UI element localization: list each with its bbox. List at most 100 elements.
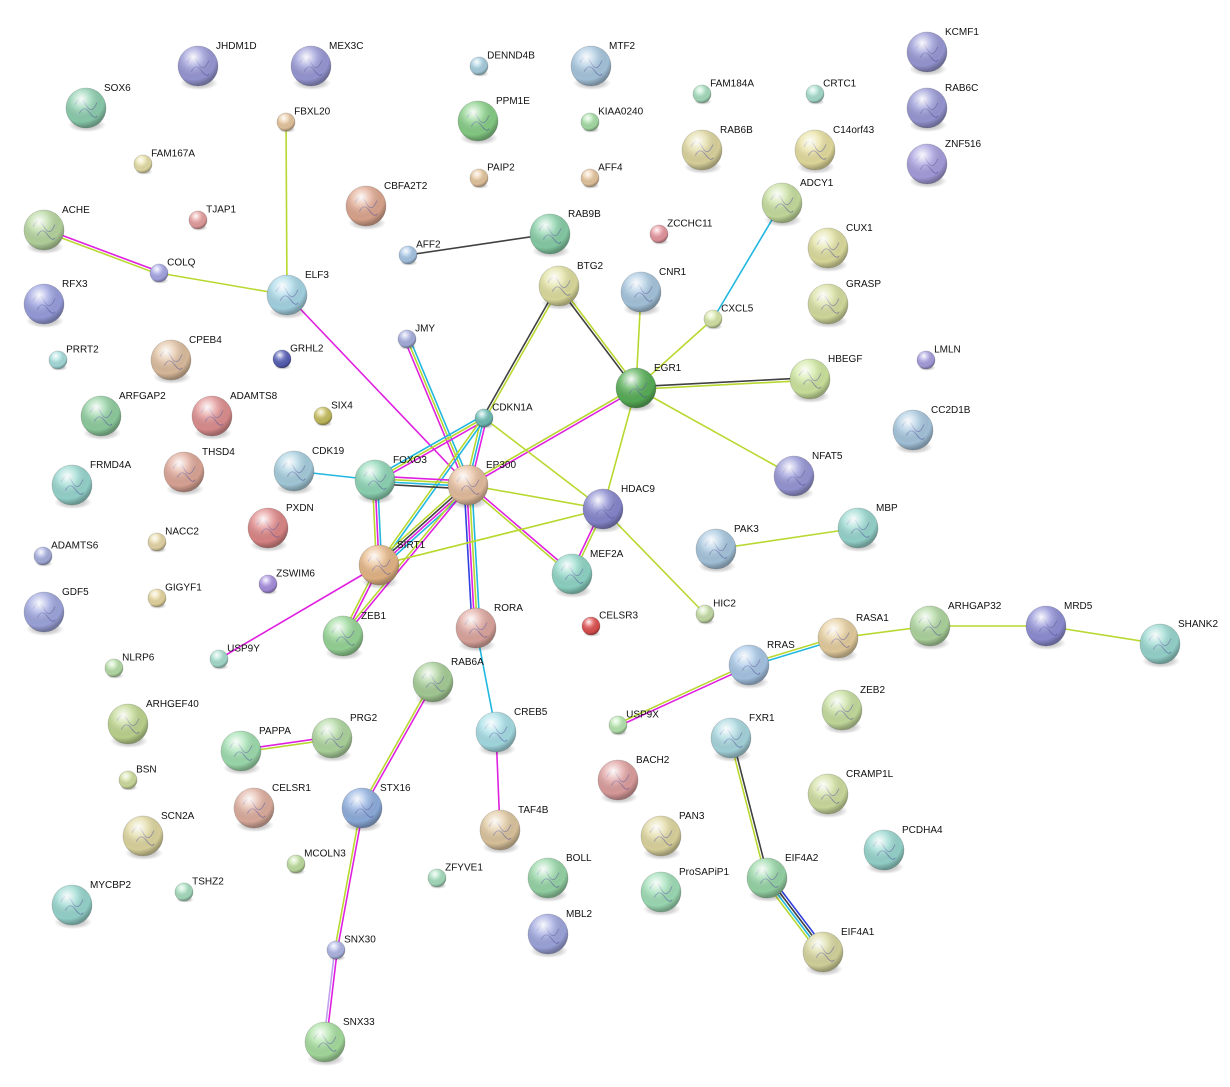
node-GDF5[interactable]: GDF5 (23, 587, 89, 636)
node-JMY[interactable]: JMY (397, 323, 435, 350)
node-SCN2A[interactable]: SCN2A (122, 811, 195, 860)
node-MBP[interactable]: MBP (837, 503, 898, 552)
node-RAB6C[interactable]: RAB6C (906, 83, 978, 132)
node-CUX1[interactable]: CUX1 (807, 223, 873, 272)
node-PRG2[interactable]: PRG2 (311, 713, 378, 762)
node-LMLN[interactable]: LMLN (916, 344, 961, 371)
node-RAB6B[interactable]: RAB6B (681, 125, 753, 174)
node-ARFGAP2[interactable]: ARFGAP2 (80, 391, 166, 440)
node-USP9X[interactable]: USP9X (608, 709, 659, 736)
node-KIAA0240[interactable]: KIAA0240 (580, 106, 644, 133)
node-AFF4[interactable]: AFF4 (580, 162, 623, 189)
node-RRAS[interactable]: RRAS (728, 640, 795, 689)
node-PRRT2[interactable]: PRRT2 (48, 344, 99, 371)
node-EGR1[interactable]: EGR1 (615, 363, 682, 412)
node-CC2D1B[interactable]: CC2D1B (892, 405, 971, 454)
node-SNX30[interactable]: SNX30 (326, 934, 376, 961)
node-FXR1[interactable]: FXR1 (710, 713, 775, 762)
node-CBFA2T2[interactable]: CBFA2T2 (345, 181, 428, 230)
node-MTF2[interactable]: MTF2 (570, 41, 636, 90)
node-FAM184A[interactable]: FAM184A (692, 78, 754, 105)
edge-EGR1-HBEGF[interactable] (635, 376, 811, 391)
node-ZFYVE1[interactable]: ZFYVE1 (427, 862, 483, 889)
node-MEF2A[interactable]: MEF2A (551, 549, 624, 598)
node-GIGYF1[interactable]: GIGYF1 (147, 582, 202, 609)
edge-EP300-ZEB1[interactable] (341, 483, 470, 638)
node-HBEGF[interactable]: HBEGF (789, 354, 862, 403)
node-MCOLN3[interactable]: MCOLN3 (286, 848, 346, 875)
node-PAK3[interactable]: PAK3 (695, 524, 759, 573)
node-CREB5[interactable]: CREB5 (475, 707, 548, 756)
node-NFAT5[interactable]: NFAT5 (773, 451, 843, 500)
node-FAM167A[interactable]: FAM167A (133, 148, 195, 175)
node-PAPPA[interactable]: PAPPA (220, 726, 291, 775)
node-EP300[interactable]: EP300 (447, 460, 516, 509)
node-STX16[interactable]: STX16 (341, 783, 411, 832)
node-PCDHA4[interactable]: PCDHA4 (863, 825, 943, 874)
node-C14orf43[interactable]: C14orf43 (794, 125, 875, 174)
node-ELF3[interactable]: ELF3 (266, 270, 329, 319)
node-NACC2[interactable]: NACC2 (147, 526, 199, 553)
node-CDK19[interactable]: CDK19 (273, 446, 345, 495)
node-ProSAPiP1[interactable]: ProSAPiP1 (640, 867, 729, 916)
node-ADAMTS6[interactable]: ADAMTS6 (33, 540, 99, 567)
edge-SIRT1-HDAC9[interactable] (378, 508, 604, 566)
node-CPEB4[interactable]: CPEB4 (150, 335, 222, 384)
node-CRTC1[interactable]: CRTC1 (805, 78, 857, 105)
node-JHDM1D[interactable]: JHDM1D (177, 41, 257, 90)
node-ACHE[interactable]: ACHE (23, 205, 90, 254)
node-CXCL5[interactable]: CXCL5 (703, 303, 754, 330)
node-SNX33[interactable]: SNX33 (304, 1017, 375, 1066)
node-MEX3C[interactable]: MEX3C (290, 41, 363, 90)
node-HIC2[interactable]: HIC2 (695, 598, 736, 625)
edge-RRAS-USP9X[interactable] (617, 663, 750, 727)
node-CELSR1[interactable]: CELSR1 (233, 783, 311, 832)
node-HDAC9[interactable]: HDAC9 (582, 484, 655, 533)
node-ZEB1[interactable]: ZEB1 (322, 611, 386, 660)
node-SIRT1[interactable]: SIRT1 (358, 540, 426, 589)
node-ADCY1[interactable]: ADCY1 (761, 178, 834, 227)
node-MBL2[interactable]: MBL2 (527, 909, 593, 958)
node-RAB6A[interactable]: RAB6A (412, 657, 484, 706)
edge-AFF2-RAB9B[interactable] (407, 233, 551, 256)
node-FBXL20[interactable]: FBXL20 (276, 106, 331, 133)
node-RASA1[interactable]: RASA1 (817, 613, 889, 662)
node-RFX3[interactable]: RFX3 (23, 279, 88, 328)
node-ARHGAP32[interactable]: ARHGAP32 (909, 601, 1002, 650)
edge-EGR1-NFAT5[interactable] (635, 387, 795, 477)
node-SIX4[interactable]: SIX4 (313, 400, 353, 427)
node-CRAMP1L[interactable]: CRAMP1L (807, 769, 894, 818)
node-ADAMTS8[interactable]: ADAMTS8 (191, 391, 278, 440)
node-PPM1E[interactable]: PPM1E (457, 96, 530, 145)
edge-CDKN1A-HDAC9[interactable] (483, 417, 604, 510)
node-PAIP2[interactable]: PAIP2 (469, 162, 515, 189)
node-TAF4B[interactable]: TAF4B (479, 805, 549, 854)
node-SHANK2[interactable]: SHANK2 (1139, 619, 1218, 668)
node-CDKN1A[interactable]: CDKN1A (474, 402, 533, 429)
edge-COLQ-ELF3[interactable] (158, 272, 288, 296)
node-GRASP[interactable]: GRASP (807, 279, 881, 328)
node-NLRP6[interactable]: NLRP6 (104, 652, 155, 679)
node-FOXO3[interactable]: FOXO3 (354, 455, 427, 504)
node-BSN[interactable]: BSN (118, 764, 157, 791)
edge-SIRT1-USP9Y[interactable] (218, 564, 380, 660)
node-SOX6[interactable]: SOX6 (65, 83, 131, 132)
edge-PAK3-MBP[interactable] (715, 527, 859, 550)
edge-CDKN1A-FOXO3[interactable] (373, 415, 486, 483)
edge-FBXL20-ELF3[interactable] (285, 121, 288, 296)
node-COLQ[interactable]: COLQ (149, 257, 196, 284)
node-ARHGEF40[interactable]: ARHGEF40 (107, 699, 199, 748)
node-EIF4A1[interactable]: EIF4A1 (802, 927, 875, 976)
node-GRHL2[interactable]: GRHL2 (272, 343, 324, 370)
node-PXDN[interactable]: PXDN (247, 503, 314, 552)
node-ZNF516[interactable]: ZNF516 (906, 139, 982, 188)
edge-ACHE-COLQ[interactable] (43, 228, 160, 275)
node-RORA[interactable]: RORA (455, 603, 523, 652)
node-MYCBP2[interactable]: MYCBP2 (51, 880, 132, 929)
node-MRD5[interactable]: MRD5 (1025, 601, 1093, 650)
node-USP9Y[interactable]: USP9Y (209, 643, 260, 670)
node-ZSWIM6[interactable]: ZSWIM6 (258, 568, 315, 595)
node-CNR1[interactable]: CNR1 (620, 267, 687, 316)
node-TSHZ2[interactable]: TSHZ2 (174, 876, 224, 903)
node-ZCCHC11[interactable]: ZCCHC11 (649, 218, 713, 245)
